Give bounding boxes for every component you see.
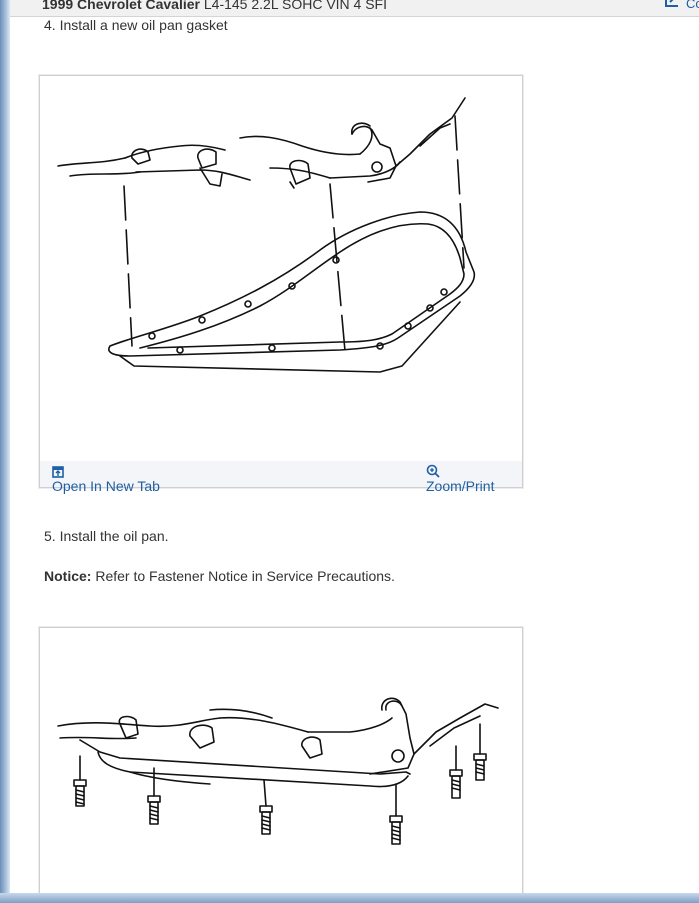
page-header: 1999 Chevrolet Cavalier L4-145 2.2L SOHC… xyxy=(10,0,699,17)
figure-toolbar: Open In New Tab Zoom/Print xyxy=(40,461,522,494)
notice-text: Notice: Refer to Fastener Notice in Serv… xyxy=(44,568,395,584)
document-title: 1999 Chevrolet Cavalier L4-145 2.2L SOHC… xyxy=(42,0,387,12)
oil-pan-illustration xyxy=(57,697,499,845)
step-4-text: 4. Install a new oil pan gasket xyxy=(44,17,228,33)
gasket-illustration xyxy=(57,97,476,373)
notice-label: Notice: xyxy=(44,568,92,584)
notice-body: Refer to Fastener Notice in Service Prec… xyxy=(91,568,395,584)
figure-oil-pan-install xyxy=(39,627,523,903)
open-new-tab-icon xyxy=(52,466,64,478)
header-action-label[interactable]: Co xyxy=(686,0,699,11)
collapse-icon[interactable] xyxy=(664,0,680,8)
figure-oil-pan-gasket: Open In New Tab Zoom/Print xyxy=(39,75,523,494)
zoom-icon xyxy=(426,464,440,478)
open-new-tab-link[interactable]: Open In New Tab xyxy=(52,466,160,494)
step-5-text: 5. Install the oil pan. xyxy=(44,528,169,544)
window-bottom-border xyxy=(0,893,699,903)
window-left-border xyxy=(0,0,10,903)
zoom-print-link[interactable]: Zoom/Print xyxy=(426,464,494,494)
